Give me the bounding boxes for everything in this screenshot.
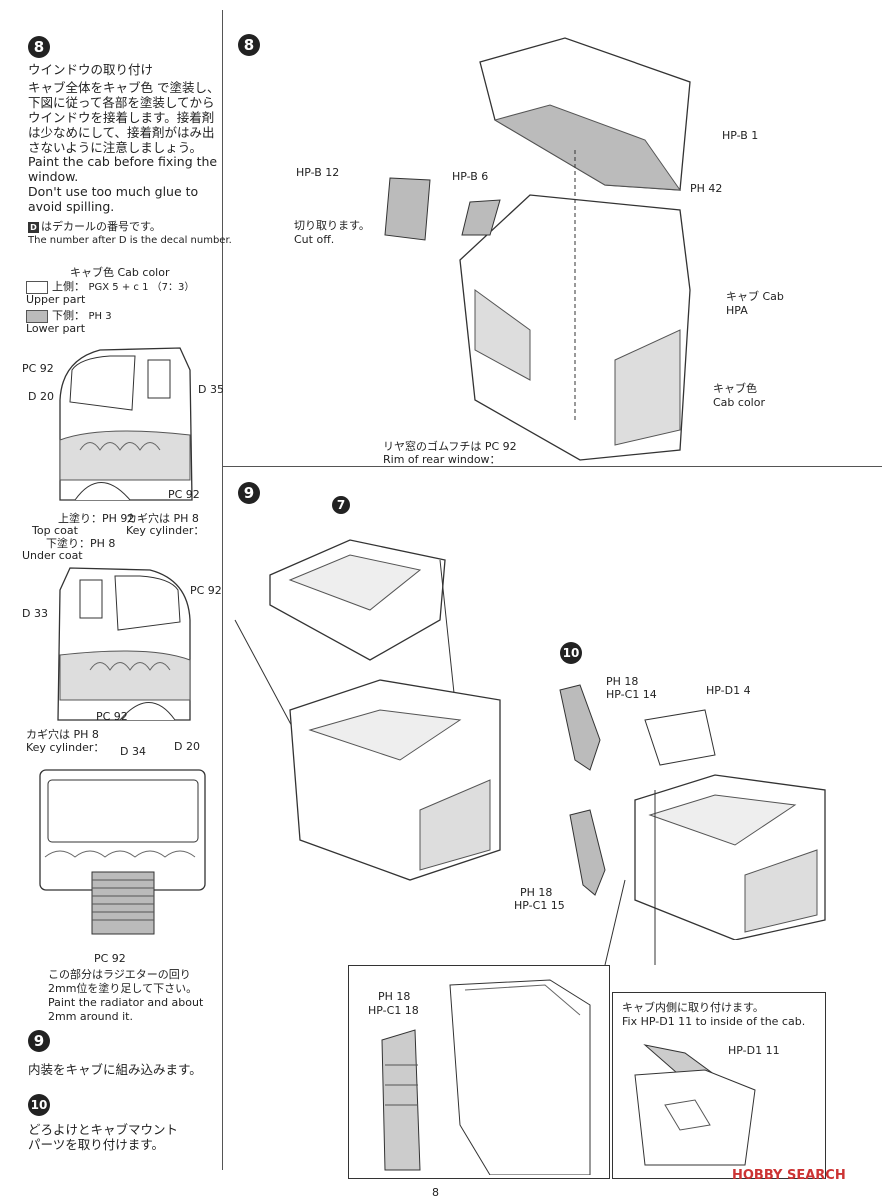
right-step-8-badge: 8 bbox=[238, 34, 260, 56]
label-fix-en: Fix HP-D1 11 to inside of the cab. bbox=[622, 1015, 806, 1028]
right-step-10-badge: 10 bbox=[560, 642, 582, 664]
fig1-key-en: Key cylinder： bbox=[126, 524, 205, 537]
fig1-d35: D 35 bbox=[198, 383, 224, 396]
detail-mudguard-illustration bbox=[381, 979, 591, 1175]
label-hp-b12: HP-B 12 bbox=[296, 166, 340, 179]
step9-interior-illustration bbox=[234, 539, 501, 881]
fig1-d20: D 20 bbox=[28, 390, 54, 403]
step8-cab-assembly-illustration bbox=[384, 37, 691, 461]
part-7-badge: 7 bbox=[332, 496, 350, 514]
cab-side-illustration-2 bbox=[57, 567, 191, 721]
label-ph18-b: PH 18 bbox=[520, 886, 553, 899]
detail-box-mudguard bbox=[348, 965, 610, 1179]
fig2-d33: D 33 bbox=[22, 607, 48, 620]
label-hp-b1: HP-B 1 bbox=[722, 129, 759, 142]
fig3-d34: D 34 bbox=[120, 745, 146, 758]
label-cab-hpa: HPA bbox=[726, 304, 748, 317]
label-cab-color-jp: キャブ色 bbox=[713, 382, 757, 395]
label-cut-en: Cut off. bbox=[294, 233, 335, 246]
label-hp-b6: HP-B 6 bbox=[452, 170, 489, 183]
label-cab-jp: キャブ Cab bbox=[726, 290, 784, 303]
step-8-jp-text: キャブ全体をキャブ色 で塗装し、下図に従って各部を塗装してからウインドウを接着し… bbox=[28, 80, 220, 155]
detail-box-hp-d1 bbox=[612, 992, 826, 1179]
lower-part-en: Lower part bbox=[26, 322, 86, 335]
label-cut-jp: 切り取ります。 bbox=[294, 219, 370, 232]
label-hp-c1-18: HP-C1 18 bbox=[368, 1004, 419, 1017]
upper-part-en: Upper part bbox=[26, 293, 86, 306]
right-step-9-badge: 9 bbox=[238, 482, 260, 504]
cab-color-title: キャブ色 Cab color bbox=[70, 266, 170, 279]
cab-front-illustration bbox=[39, 769, 206, 935]
decal-note-en: The number after D is the decal number. bbox=[28, 235, 232, 246]
step-8-badge: 8 bbox=[28, 36, 50, 58]
fig1-pc92b: PC 92 bbox=[168, 488, 200, 501]
label-fix-jp: キャブ内側に取り付けます。 bbox=[622, 1001, 764, 1014]
fig2-d20: D 20 bbox=[174, 740, 200, 753]
label-cab-color-en: Cab color bbox=[713, 396, 765, 409]
step-10-badge: 10 bbox=[28, 1094, 50, 1116]
fig1-under-coat-jp: 下塗り：PH 8 bbox=[46, 537, 116, 550]
fig2-key-jp: カギ穴は PH 8 bbox=[26, 728, 99, 741]
label-hp-c1-15: HP-C1 15 bbox=[514, 899, 565, 912]
watermark: HOBBY SEARCH bbox=[732, 1168, 846, 1183]
lower-swatch bbox=[26, 309, 48, 323]
fig1-top-coat-en: Top coat bbox=[32, 524, 78, 537]
label-rim-en: Rim of rear window： bbox=[383, 453, 501, 466]
section-divider bbox=[222, 466, 882, 467]
upper-part-row: 上側： PGX 5 + c 1 （7：3） bbox=[26, 280, 194, 295]
page-number: 8 bbox=[432, 1186, 439, 1199]
fig2-pc92: PC 92 bbox=[190, 584, 222, 597]
step-9-text: 内装をキャブに組み込みます。 bbox=[28, 1062, 202, 1077]
connector-lines bbox=[604, 790, 656, 966]
fig1-pc92: PC 92 bbox=[22, 362, 54, 375]
step10-mudguard-illustration bbox=[559, 684, 826, 940]
label-ph42: PH 42 bbox=[690, 182, 723, 195]
fig2-key-en: Key cylinder： bbox=[26, 741, 105, 754]
label-rim-jp: リヤ窓のゴムフチは PC 92 bbox=[383, 440, 517, 453]
fig2-pc92b: PC 92 bbox=[96, 710, 128, 723]
fig1-top-coat-jp: 上塗り：PH 92 bbox=[58, 512, 135, 525]
cab-side-illustration-1 bbox=[59, 347, 193, 501]
lower-part-row: 下側： PH 3 bbox=[26, 309, 112, 324]
column-divider bbox=[222, 10, 223, 1170]
step-10-text: どろよけとキャブマウントパーツを取り付けます。 bbox=[28, 1122, 179, 1152]
fig3-pc92: PC 92 bbox=[94, 952, 126, 965]
label-hp-d1-11: HP-D1 11 bbox=[728, 1044, 780, 1057]
label-hp-c1-14: HP-C1 14 bbox=[606, 688, 657, 701]
fig1-under-coat-en: Under coat bbox=[22, 549, 83, 562]
decal-icon: D bbox=[28, 221, 39, 233]
fig1-key-jp: カギ穴は PH 8 bbox=[126, 512, 199, 525]
upper-swatch bbox=[26, 280, 48, 294]
label-ph18-a: PH 18 bbox=[606, 675, 639, 688]
label-ph18-c: PH 18 bbox=[378, 990, 411, 1003]
step-9-badge: 9 bbox=[28, 1030, 50, 1052]
label-hp-d1-4: HP-D1 4 bbox=[706, 684, 751, 697]
detail-hp-d1-illustration bbox=[634, 1044, 756, 1166]
step-8-title: ウインドウの取り付け bbox=[28, 62, 154, 77]
